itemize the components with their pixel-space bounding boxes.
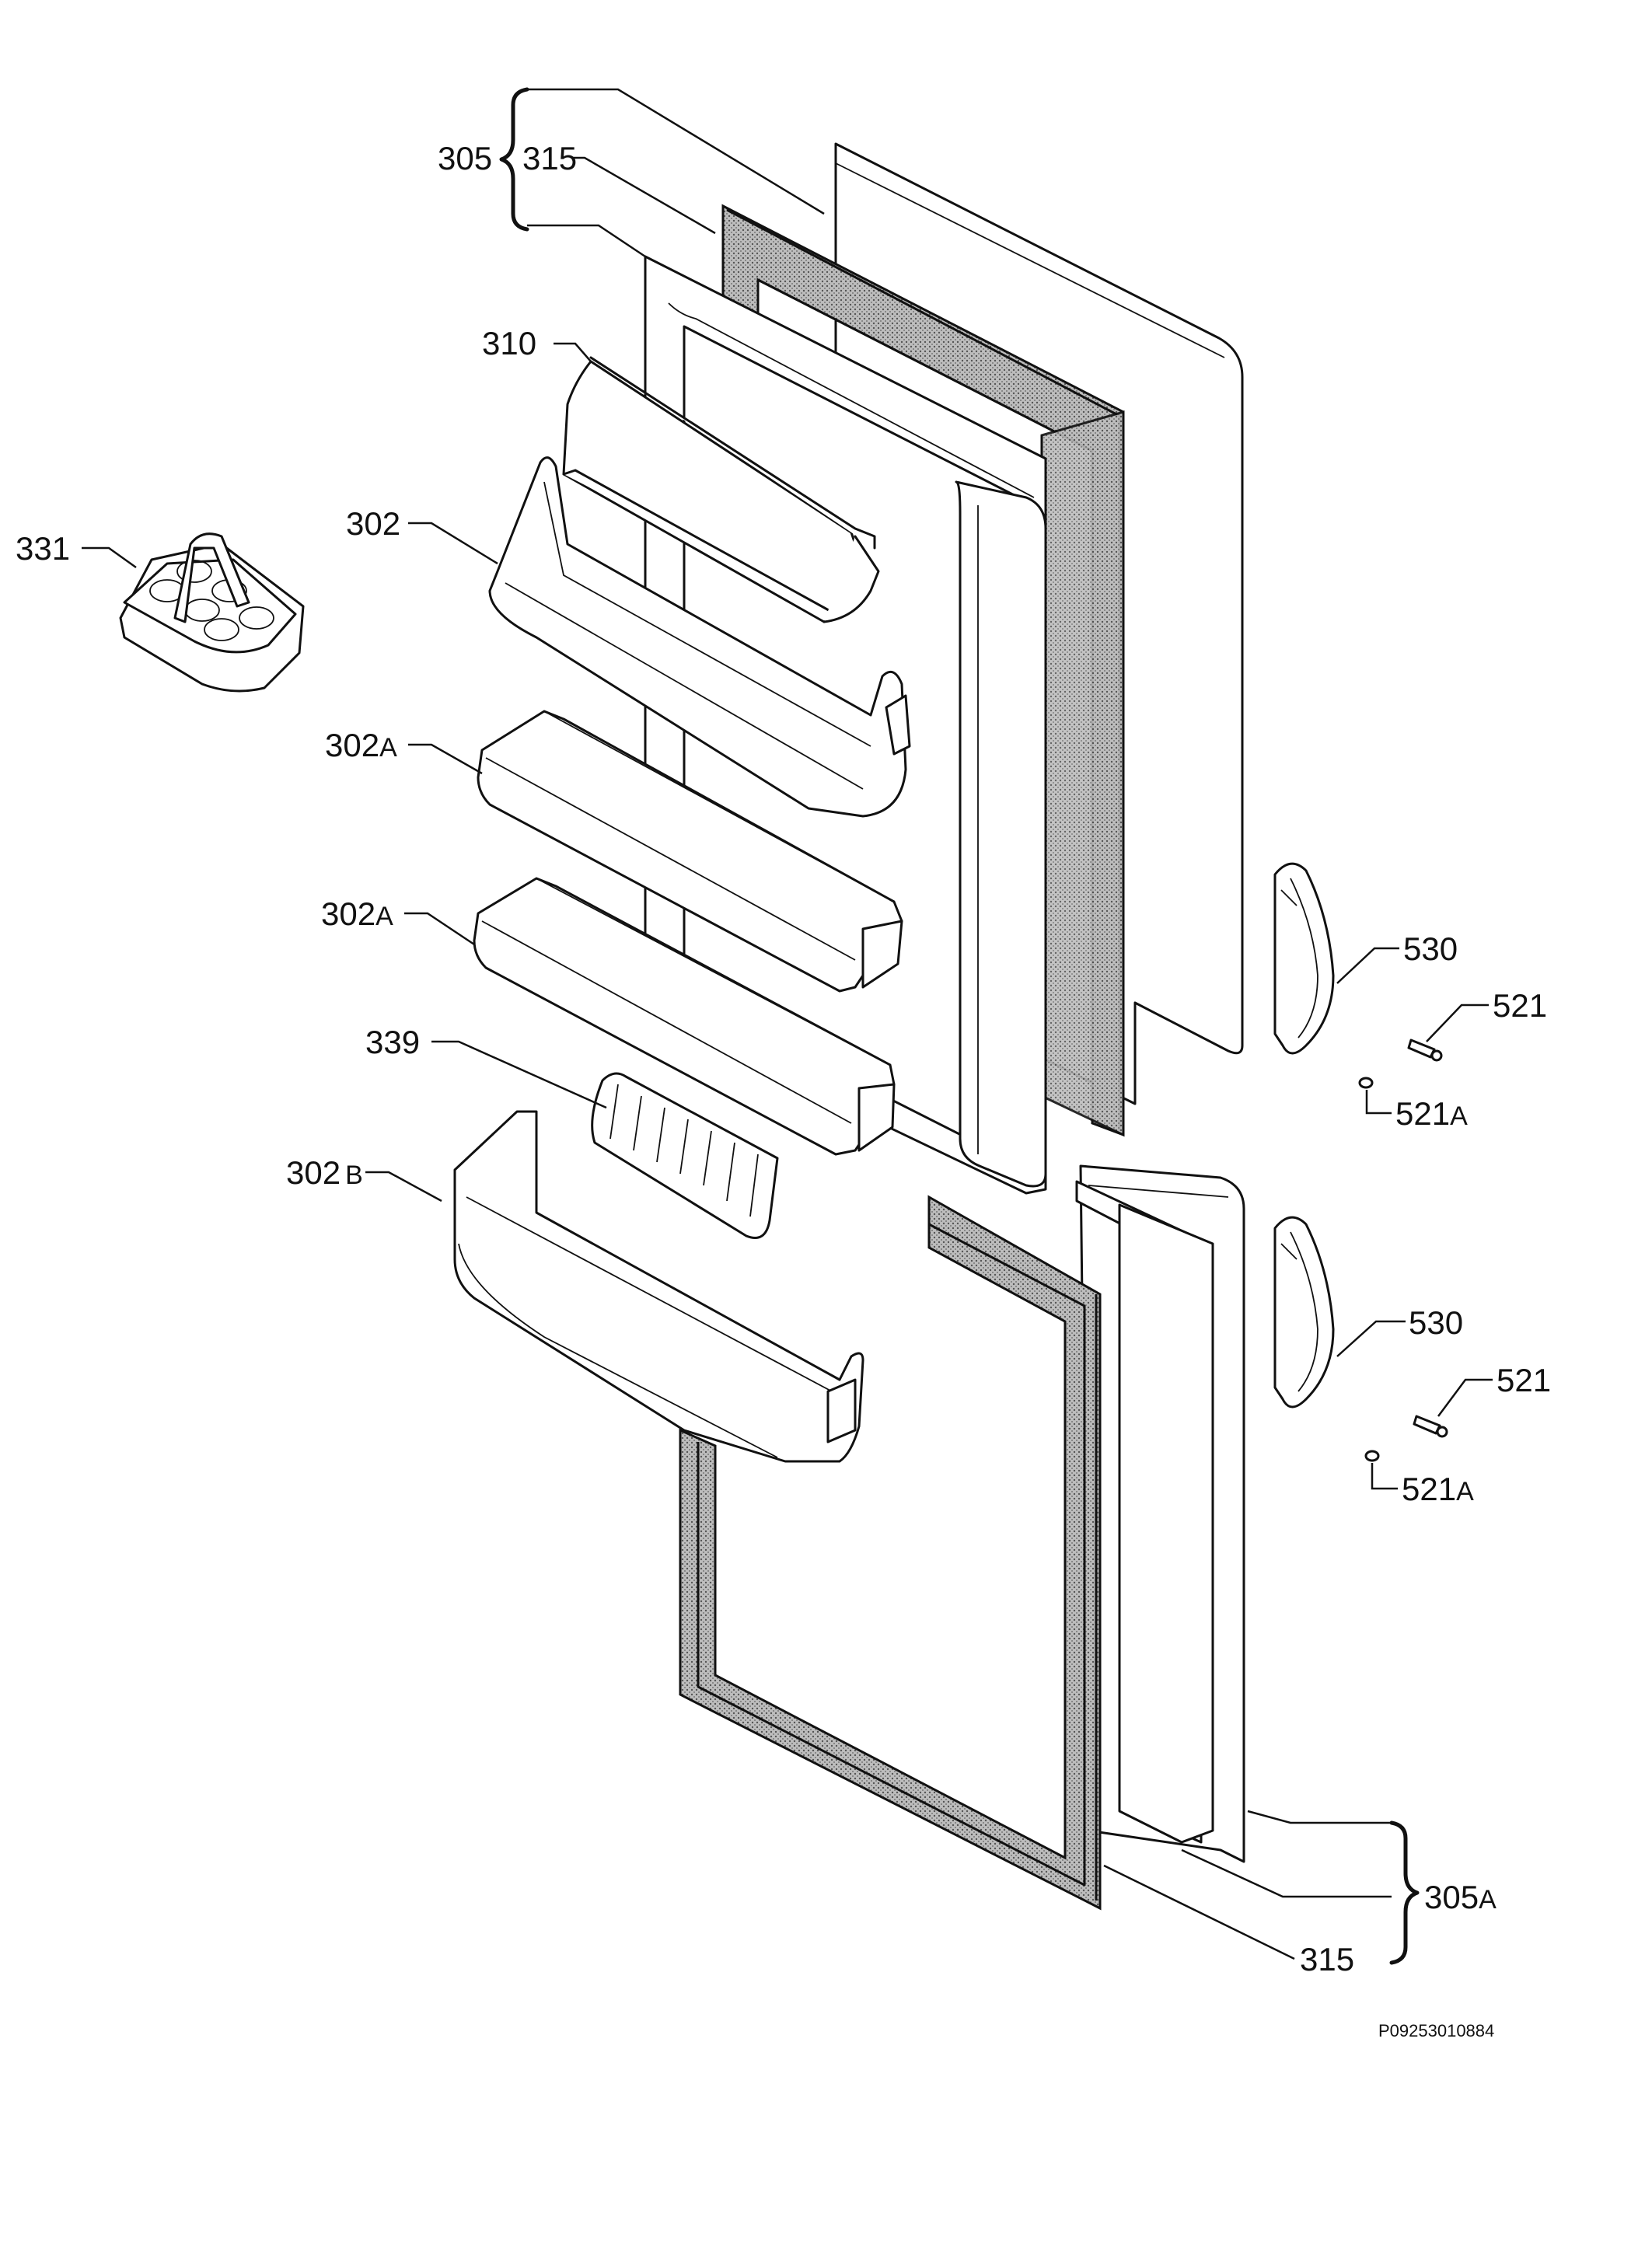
label-302A-lower: 302A (321, 895, 393, 932)
label-521A-lower: 521A (1402, 1471, 1474, 1507)
door-handle-530-lower (1273, 1216, 1335, 1408)
label-315-lower: 315 (1300, 1941, 1354, 1977)
door-bin-302A-upper (477, 710, 903, 993)
label-305A: 305A (1424, 1879, 1497, 1915)
label-302: 302 (346, 505, 400, 542)
label-331: 331 (16, 530, 70, 567)
cap-521A-upper (1358, 1077, 1374, 1089)
label-302A-upper: 302A (325, 727, 397, 763)
dairy-flap-310 (562, 356, 880, 623)
label-521-upper: 521 (1493, 987, 1547, 1024)
screw-521-upper (1407, 1038, 1443, 1062)
bracket-305 (499, 87, 529, 232)
leader-lines (82, 88, 1493, 1960)
label-305: 305 (438, 140, 492, 176)
screw-521-lower (1413, 1415, 1448, 1438)
reference-code: P09253010884 (1378, 2021, 1494, 2040)
egg-tray-331 (119, 532, 305, 693)
door-bin-302 (488, 456, 911, 818)
door-bin-302B (453, 1110, 864, 1463)
bottle-rack-339 (591, 1072, 779, 1239)
door-handle-530-upper (1273, 862, 1335, 1055)
cap-521A-lower (1364, 1450, 1380, 1462)
label-530-lower: 530 (1409, 1304, 1463, 1341)
lower-door-gasket (679, 1195, 1102, 1911)
lower-door-panel (1075, 1164, 1245, 1863)
door-bin-302A-lower (473, 877, 896, 1156)
label-339: 339 (365, 1024, 420, 1060)
label-521A-upper: 521A (1395, 1095, 1468, 1132)
label-315-upper: 315 (522, 140, 577, 176)
bracket-305A (1389, 1820, 1420, 1965)
label-310: 310 (482, 325, 536, 361)
label-530-upper: 530 (1403, 930, 1458, 967)
label-521-lower: 521 (1497, 1362, 1551, 1398)
